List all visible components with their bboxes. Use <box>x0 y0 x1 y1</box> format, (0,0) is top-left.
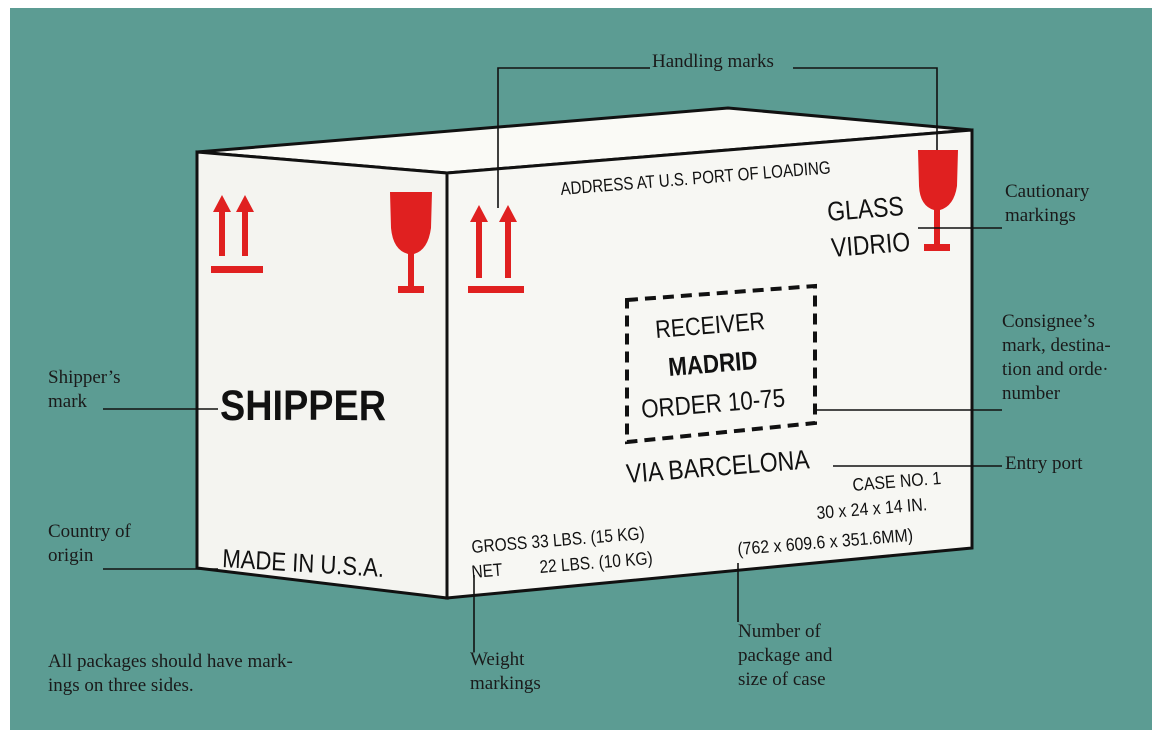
shippers-mark-line-1: Shipper’s <box>48 367 121 388</box>
fragile-glass-icon <box>918 150 958 251</box>
consignee-dashed-box <box>625 283 817 445</box>
vidrio-text: VIDRIO <box>830 227 911 263</box>
footnote: All packages should have mark- ings on t… <box>48 650 293 698</box>
handling-marks-label: Handling marks <box>652 51 774 72</box>
fragile-glass-icon <box>390 192 432 293</box>
consignee-mark-line-1: Consignee’s <box>1002 311 1095 332</box>
shipper-mark-text: SHIPPER <box>220 381 386 430</box>
consignee-mark-line-4: number <box>1002 383 1061 404</box>
weight-markings-line-1: Weight <box>470 649 525 670</box>
shippers-mark-label: Shipper’s mark <box>48 366 120 414</box>
weight-markings-line-2: markings <box>470 673 541 694</box>
consignee-mark-line-2: mark, destina- <box>1002 335 1111 356</box>
country-of-origin-line-2: origin <box>48 545 94 566</box>
consignee-mark-label: Consignee’s mark, destina- tion and orde… <box>1002 310 1111 406</box>
cautionary-markings-line-2: markings <box>1005 205 1076 226</box>
case-number-size-label: Number of package and size of case <box>738 620 832 692</box>
callout-leader-lines <box>103 67 1002 652</box>
country-of-origin-line-1: Country of <box>48 521 131 542</box>
country-of-origin-label: Country of origin <box>48 520 131 568</box>
handling-marks-leader-left <box>497 67 650 208</box>
case-number-size-line-1: Number of <box>738 621 821 642</box>
case-number-size-line-3: size of case <box>738 669 826 690</box>
case-number-size-line-2: package and <box>738 645 833 666</box>
weight-markings-label: Weight markings <box>470 648 541 696</box>
handling-marks-leader-right <box>793 67 938 150</box>
box-front-face <box>445 128 974 600</box>
cautionary-markings-label: Cautionary markings <box>1005 180 1089 228</box>
footnote-line-1: All packages should have mark- <box>48 651 293 672</box>
consignee-mark-line-3: tion and orde· <box>1002 359 1109 380</box>
this-way-up-arrows-icon <box>468 205 524 293</box>
glass-text: GLASS <box>826 191 905 227</box>
entry-port-label: Entry port <box>1005 453 1083 474</box>
this-way-up-arrows-icon <box>211 195 263 273</box>
destination-text: MADRID <box>667 346 758 382</box>
net-weight-label: NET <box>471 559 503 582</box>
footnote-line-2: ings on three sides. <box>48 675 194 696</box>
cautionary-markings-line-1: Cautionary <box>1005 181 1090 202</box>
shippers-mark-line-2: mark <box>48 391 88 412</box>
